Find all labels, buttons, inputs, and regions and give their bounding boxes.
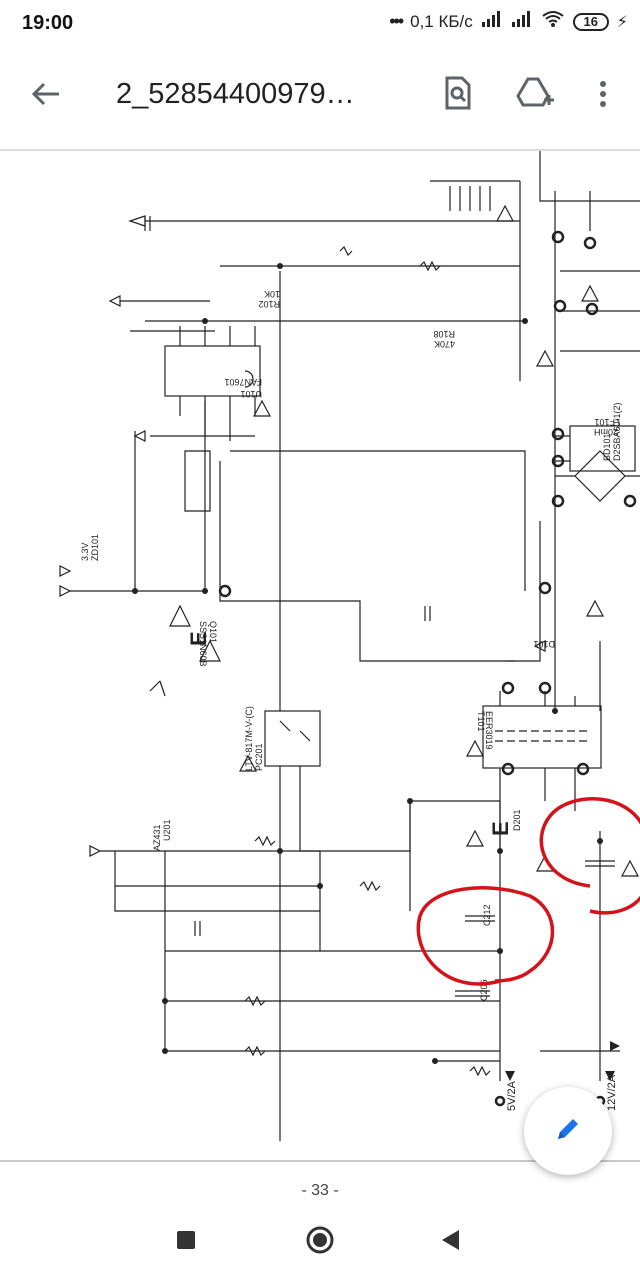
d201-label: D201 bbox=[512, 809, 522, 831]
u201-part-label: AZ431 bbox=[152, 824, 162, 851]
pc201-part-label: LTV-817M-V-(C) bbox=[244, 706, 254, 771]
svg-text:E: E bbox=[186, 631, 211, 646]
zd101-label: ZD101 bbox=[90, 534, 100, 561]
document-viewer[interactable]: E E U101 FAN7601 LF101 20mH T101 EER3019… bbox=[0, 151, 640, 1161]
page-number: - 33 - bbox=[301, 1182, 339, 1199]
home-button[interactable] bbox=[300, 1220, 340, 1260]
zd101-val-label: 3.3V bbox=[80, 542, 90, 561]
u201-label: U201 bbox=[162, 819, 172, 841]
app-bar: 2_52854400979… bbox=[0, 48, 640, 148]
signal-2-icon bbox=[511, 11, 533, 32]
document-title: 2_52854400979… bbox=[116, 78, 355, 110]
u101-label: U101 bbox=[240, 389, 262, 399]
battery-icon: 16 bbox=[572, 12, 609, 31]
wifi-icon bbox=[541, 10, 565, 33]
u101-part-label: FAN7601 bbox=[224, 377, 262, 387]
charging-icon: ⚡ bbox=[616, 13, 628, 31]
bd101-label: BD101 bbox=[602, 433, 612, 461]
lf101-label: LF101 bbox=[594, 417, 620, 427]
r102-label: R102 bbox=[258, 299, 280, 309]
bd101-part-label: D2SBA60-1(2) bbox=[612, 402, 622, 461]
appbar-divider bbox=[0, 149, 640, 151]
red-annotation-circles bbox=[416, 797, 640, 986]
add-to-drive-icon[interactable] bbox=[514, 72, 558, 114]
more-dots-icon: ••• bbox=[389, 11, 404, 31]
q101-part-label: SSS1N60B bbox=[198, 621, 208, 667]
c212-label: C212 bbox=[482, 904, 492, 926]
schematic-diagram: E E U101 FAN7601 LF101 20mH T101 EER3019… bbox=[59, 151, 640, 1141]
pencil-icon bbox=[553, 1114, 583, 1149]
output-12v-label: 12V/2A bbox=[606, 1074, 618, 1111]
edit-fab-button[interactable] bbox=[524, 1087, 612, 1175]
signal-icon bbox=[481, 11, 503, 32]
pc201-label: PC201 bbox=[254, 743, 264, 771]
find-in-document-icon[interactable] bbox=[438, 72, 478, 114]
system-nav-bar bbox=[0, 1200, 640, 1280]
back-arrow-icon[interactable] bbox=[26, 74, 66, 114]
back-button[interactable] bbox=[430, 1220, 470, 1260]
status-time: 19:00 bbox=[22, 12, 74, 34]
t101-label: T101 bbox=[476, 711, 486, 732]
r102-val-label: 10K bbox=[264, 289, 280, 299]
status-icons: ••• 0,1 КБ/с 16 ⚡ bbox=[389, 10, 628, 33]
svg-text:E: E bbox=[488, 821, 513, 836]
more-options-icon[interactable] bbox=[588, 74, 618, 114]
page-separator bbox=[0, 1160, 640, 1162]
status-bar: 19:00 ••• 0,1 КБ/с 16 ⚡ bbox=[0, 0, 640, 48]
output-5v-label: 5V/2A bbox=[506, 1080, 518, 1111]
q101-label: Q101 bbox=[208, 621, 218, 643]
battery-level: 16 bbox=[583, 14, 598, 29]
lf101-val-label: 20mH bbox=[594, 427, 618, 437]
recents-button[interactable] bbox=[166, 1220, 206, 1260]
c206-label: C206 bbox=[479, 979, 489, 1001]
t101-part-label: EER3019 bbox=[484, 711, 494, 750]
d101-label: D101 bbox=[533, 639, 555, 649]
r108-label: R108 bbox=[433, 329, 455, 339]
net-speed: 0,1 КБ/с bbox=[410, 11, 473, 31]
r108-val-label: 470K bbox=[434, 339, 455, 349]
